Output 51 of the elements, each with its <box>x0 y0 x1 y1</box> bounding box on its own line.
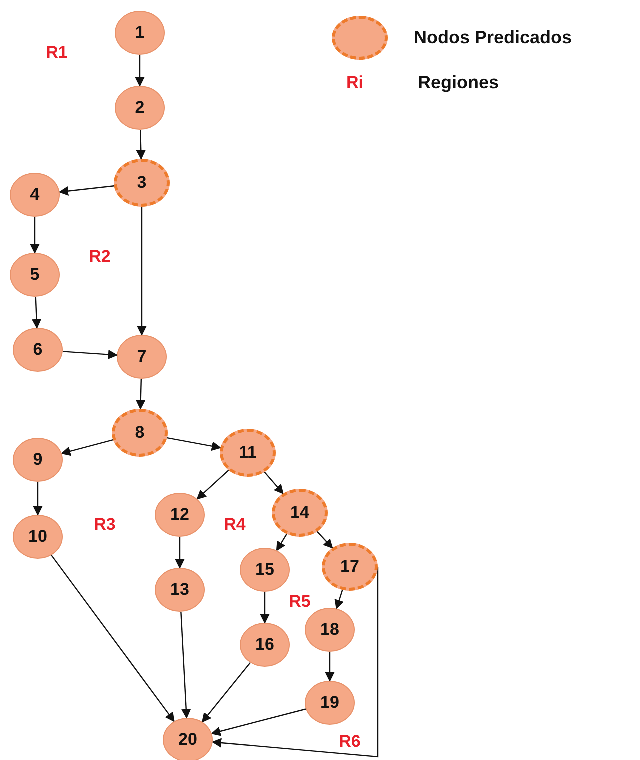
arrow <box>260 592 270 624</box>
arrow <box>136 378 146 410</box>
arrow <box>175 537 185 569</box>
arrow <box>316 531 334 549</box>
arrow <box>135 55 145 87</box>
arrow <box>51 555 175 722</box>
arrow <box>325 652 335 682</box>
region-label: R1 <box>46 43 68 63</box>
node-circle: 10 <box>13 515 63 559</box>
region-label: R2 <box>89 247 111 267</box>
arrow <box>33 482 43 516</box>
legend-text: Nodos Predicados <box>414 28 572 48</box>
predicate-node-circle: 14 <box>272 489 328 537</box>
arrow <box>167 437 222 452</box>
arrow <box>211 708 306 736</box>
legend-text: Regiones <box>418 72 500 94</box>
node-circle: 12 <box>155 493 205 537</box>
arrow <box>276 534 288 552</box>
arrow <box>334 590 344 610</box>
predicate-node-circle: 8 <box>112 409 168 457</box>
arrow <box>32 296 42 329</box>
node-circle: 4 <box>10 173 60 217</box>
node-circle: 9 <box>13 438 63 482</box>
arrow <box>137 207 147 336</box>
predicate-node-circle: 3 <box>114 159 170 207</box>
arrow <box>61 440 114 456</box>
node-circle: 13 <box>155 568 205 612</box>
predicate-node-circle: 17 <box>322 543 378 591</box>
arrow <box>212 567 379 758</box>
node-circle: 1 <box>115 11 165 55</box>
node-circle: 16 <box>240 623 290 667</box>
node-circle: 2 <box>115 86 165 130</box>
region-label: R4 <box>224 515 246 535</box>
node-circle: 20 <box>163 718 213 760</box>
arrow <box>58 186 114 196</box>
region-label: R3 <box>94 515 116 535</box>
arrow <box>136 130 146 160</box>
region-label: Ri <box>346 73 364 93</box>
region-label: R6 <box>339 732 361 752</box>
predicate-node-circle: 11 <box>220 429 276 477</box>
arrow <box>62 350 118 360</box>
arrow <box>180 612 192 719</box>
node-circle: 15 <box>240 548 290 592</box>
node-circle: 18 <box>305 608 355 652</box>
node-circle: 19 <box>305 681 355 725</box>
node-circle: 7 <box>117 335 167 379</box>
arrow <box>264 472 284 494</box>
node-circle: 5 <box>10 253 60 297</box>
node-circle: 6 <box>13 328 63 372</box>
arrow <box>196 470 230 500</box>
arrow <box>30 217 40 254</box>
